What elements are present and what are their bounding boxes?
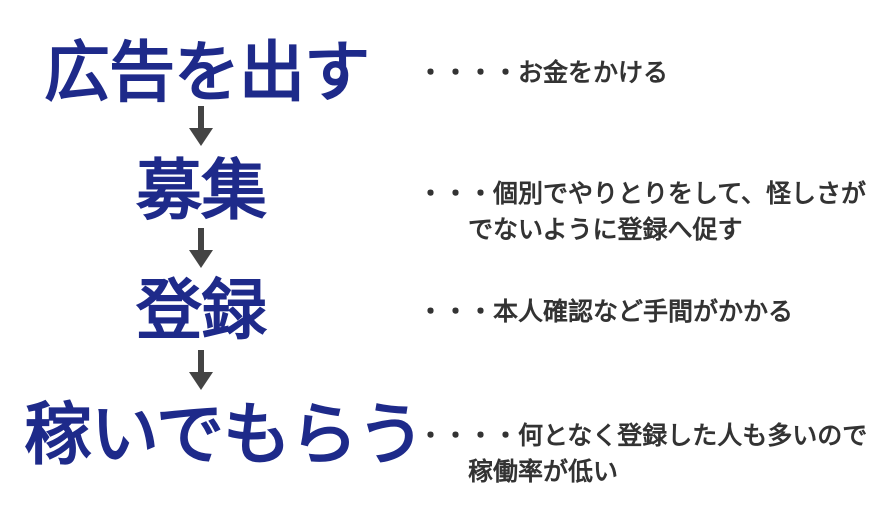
note-earn: ・・・・何となく登録した人も多いので 稼働率が低い xyxy=(418,418,867,491)
note-recruit: ・・・個別でやりとりをして、怪しさが でないように登録へ促す xyxy=(418,176,866,249)
note-recruit-line2: でないように登録へ促す xyxy=(468,215,743,245)
note-earn-line1: ・・・・何となく登録した人も多いので xyxy=(418,421,868,450)
down-arrow-icon xyxy=(186,106,216,148)
step-advertise: 広告を出す xyxy=(44,34,370,111)
note-recruit-line1: ・・・個別でやりとりをして、怪しさが xyxy=(418,179,867,208)
step-register: 登録 xyxy=(136,272,267,349)
note-advertise: ・・・・お金をかける xyxy=(418,55,668,91)
down-arrow-icon xyxy=(186,228,216,270)
note-advertise-line1: ・・・・お金をかける xyxy=(418,58,669,87)
note-register: ・・・本人確認など手間がかかる xyxy=(418,294,793,330)
note-register-line1: ・・・本人確認など手間がかかる xyxy=(418,297,794,326)
step-recruit: 募集 xyxy=(136,152,267,229)
step-earn: 稼いでもらう xyxy=(24,396,425,475)
note-earn-line2: 稼働率が低い xyxy=(468,457,619,487)
down-arrow-icon xyxy=(186,350,216,392)
